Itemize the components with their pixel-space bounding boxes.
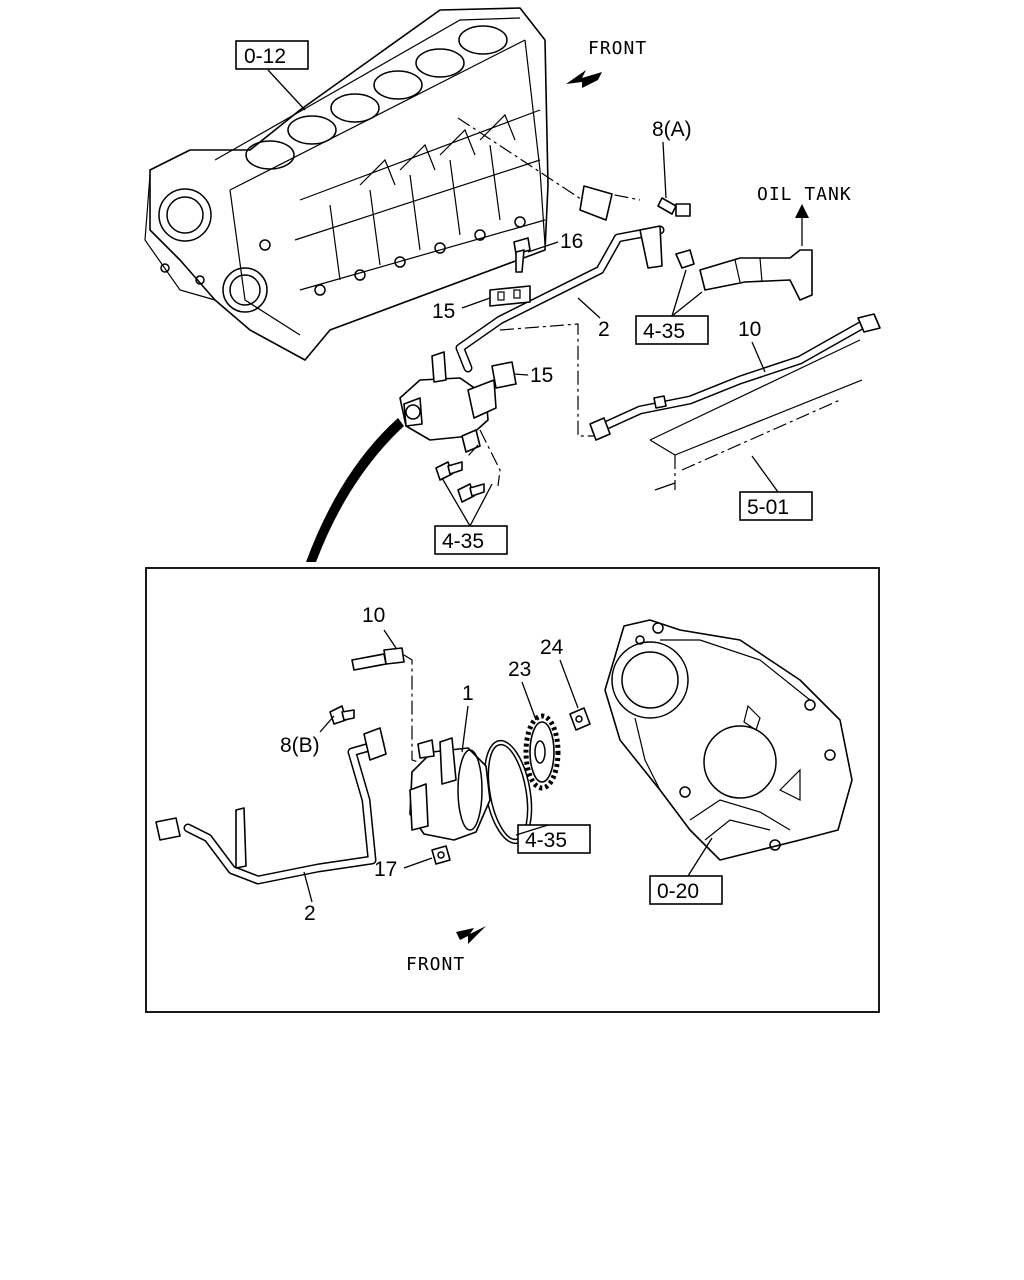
pipe-2-top [455, 185, 665, 373]
pipe-10-top [589, 313, 881, 441]
clamp-15-upper[interactable] [489, 285, 531, 307]
front-label-top: FRONT [588, 38, 647, 59]
part-2-top-label: 2 [598, 318, 610, 341]
front-arrow-bottom: FRONT [406, 926, 486, 975]
ref-5-01[interactable]: 5-01 [739, 491, 813, 521]
pipe-2-inset[interactable] [155, 727, 387, 885]
ref-0-12-label: 0-12 [244, 45, 286, 68]
pump-mount-bolts[interactable] [435, 461, 485, 503]
ref-4-35-top-label: 4-35 [643, 320, 685, 343]
frame-rail [649, 339, 863, 491]
vacuum-pump-1[interactable] [409, 737, 491, 841]
callout-arrow [306, 418, 404, 562]
bolt-8a[interactable] [657, 197, 691, 217]
part-8a-label: 8(A) [652, 118, 692, 141]
part-24-label: 24 [540, 636, 564, 659]
ref-4-35-mid-label: 4-35 [442, 530, 484, 553]
oil-tank-hose [675, 249, 813, 301]
ref-4-35-top[interactable]: 4-35 [635, 315, 709, 345]
nut-17[interactable] [431, 845, 451, 865]
inset-frame [145, 567, 880, 1013]
bolt-16[interactable] [513, 237, 531, 273]
ref-0-20[interactable]: 0-20 [649, 875, 723, 905]
part-1-label: 1 [462, 682, 474, 705]
ref-0-12[interactable]: 0-12 [235, 40, 309, 70]
ref-0-20-label: 0-20 [657, 880, 699, 903]
flywheel-housing [604, 619, 853, 861]
part-15-a-label: 15 [432, 300, 455, 323]
part-10-inset-label: 10 [362, 604, 385, 627]
ref-4-35-inset-label: 4-35 [525, 829, 567, 852]
oil-tank-label: OIL TANK [757, 184, 852, 205]
part-2-inset-label: 2 [304, 902, 316, 925]
vacuum-pump-top [399, 351, 497, 453]
part-8b-label: 8(B) [280, 734, 320, 757]
part-17-label: 17 [374, 858, 397, 881]
nut-24[interactable] [569, 707, 591, 731]
clamp-15-lower[interactable] [491, 361, 517, 389]
ref-4-35-mid[interactable]: 4-35 [434, 525, 508, 555]
part-15-b-label: 15 [530, 364, 553, 387]
bolt-8b[interactable] [329, 705, 355, 725]
ref-5-01-label: 5-01 [747, 496, 789, 519]
gear-23[interactable] [523, 713, 561, 791]
part-10-top-label: 10 [738, 318, 761, 341]
pipe-10-inset[interactable] [351, 647, 405, 671]
engine-block [144, 7, 549, 361]
part-23-label: 23 [508, 658, 531, 681]
front-arrow-top: FRONT [566, 38, 647, 88]
ref-4-35-inset[interactable]: 4-35 [517, 824, 591, 854]
front-label-bottom: FRONT [406, 954, 465, 975]
part-16-label: 16 [560, 230, 583, 253]
